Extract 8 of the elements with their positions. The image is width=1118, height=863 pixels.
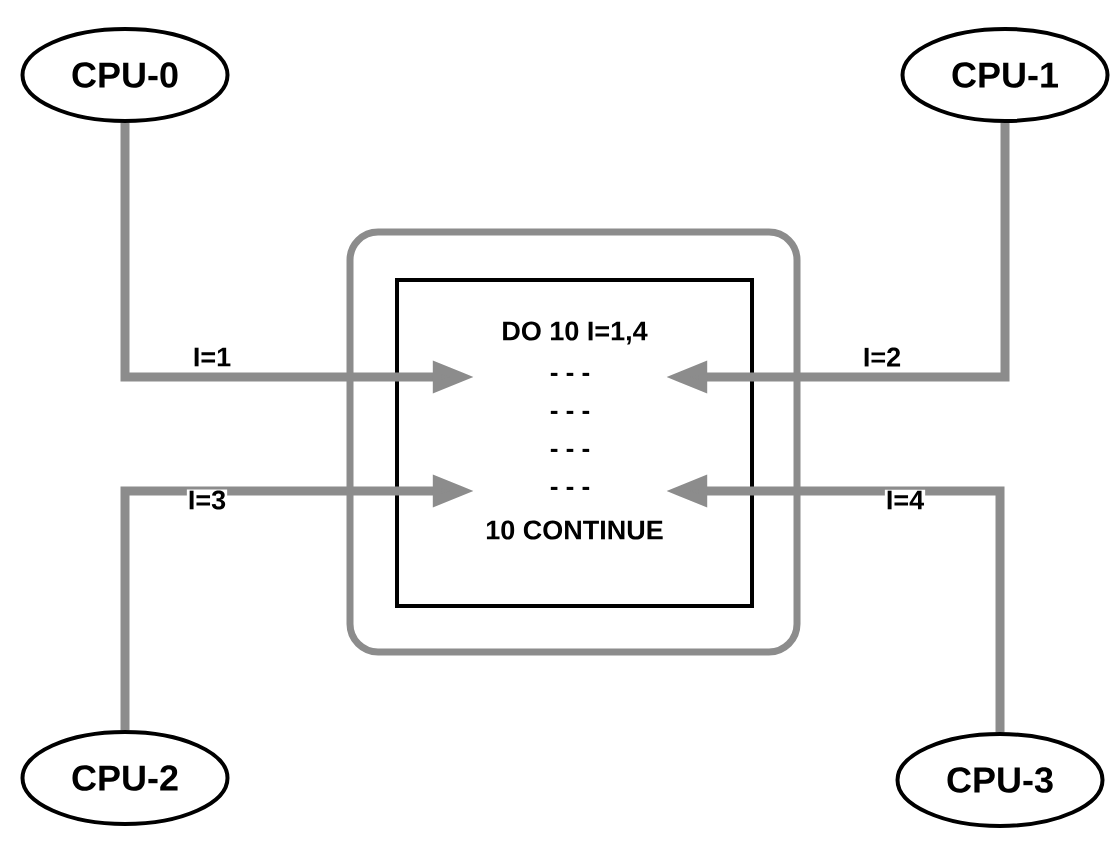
- edge-label: I=1: [191, 346, 233, 368]
- edge-label: I=2: [861, 346, 903, 368]
- edge-label: I=3: [186, 489, 228, 511]
- placeholder-dashes: - - -: [550, 372, 590, 376]
- placeholder-dashes: - - -: [550, 486, 590, 490]
- placeholder-dashes: - - -: [550, 410, 590, 414]
- rounded-frame: [346, 228, 801, 656]
- placeholder-dashes: - - -: [550, 448, 590, 452]
